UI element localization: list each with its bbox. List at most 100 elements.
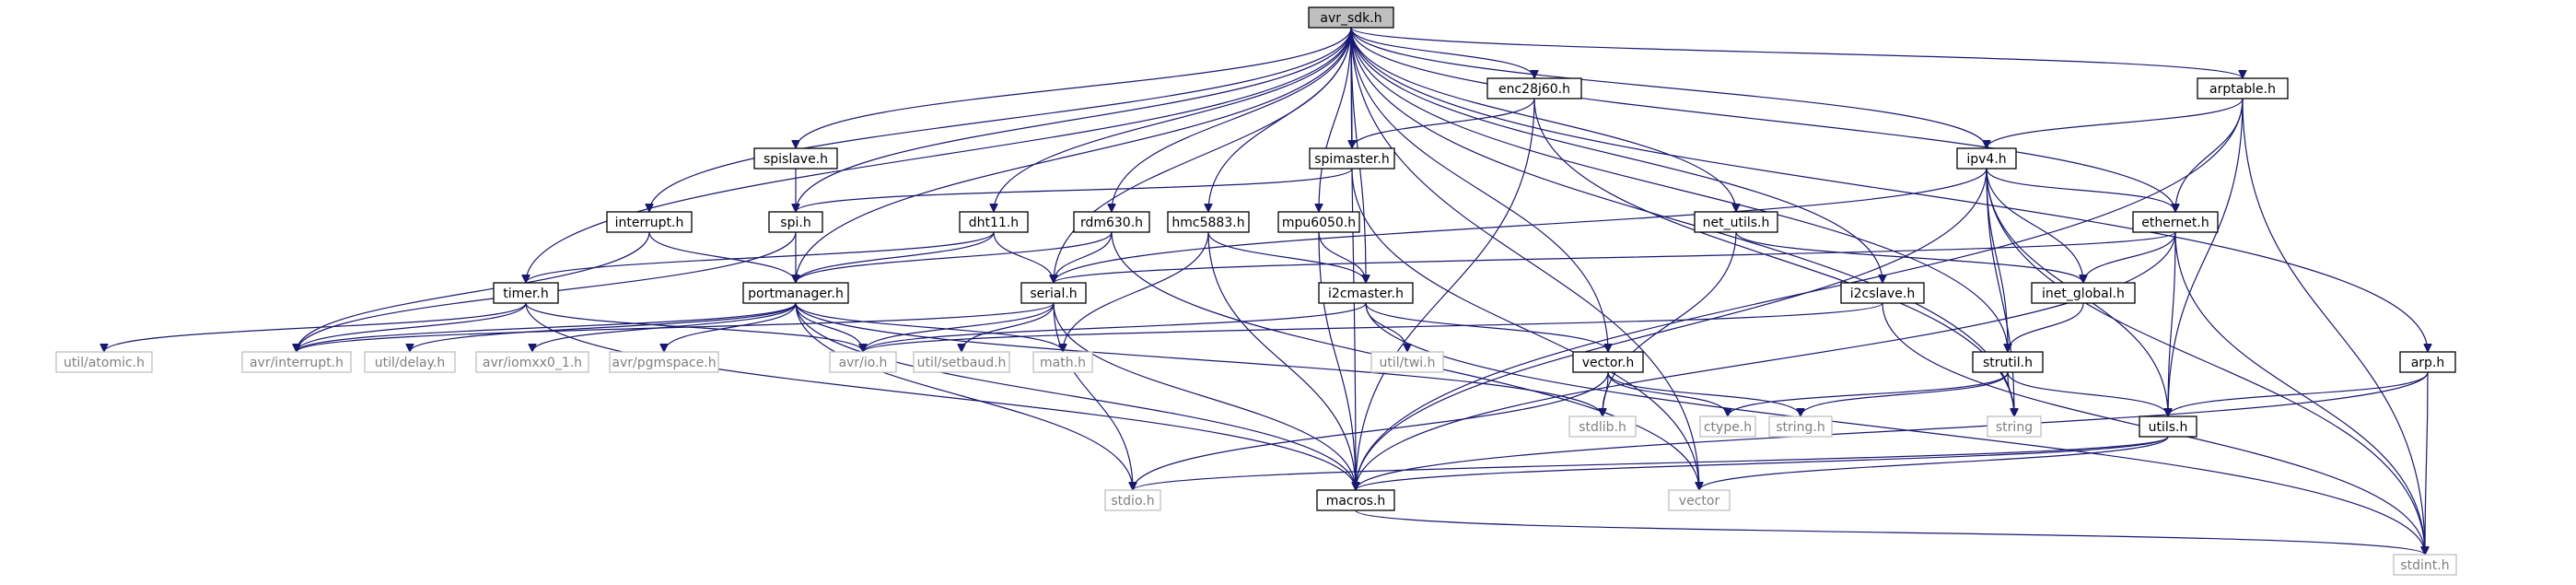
node-portmanager[interactable]: portmanager.h [742,282,849,304]
node-box [1972,351,2044,373]
node-string_h: string.h [1768,415,1833,438]
node-box [1104,489,1161,511]
node-dht11[interactable]: dht11.h [959,211,1029,233]
node-inet_global[interactable]: inet_global.h [2031,282,2136,304]
edge-portmanager-to-util_delay [410,302,797,353]
edge-inet_global-to-strutil [2008,302,2084,353]
node-i2cslave[interactable]: i2cslave.h [1840,282,1925,304]
edge-vector_h-to-stdio [1133,371,1609,490]
node-arp[interactable]: arp.h [2399,351,2456,373]
node-box [609,351,719,373]
node-avr_sdk[interactable]: avr_sdk.h [1308,6,1394,29]
edge-avr_sdk-to-serial [1054,27,1352,283]
node-spislave[interactable]: spislave.h [753,147,838,170]
node-label: ctype.h [1704,420,1752,435]
node-box [2139,415,2197,438]
edge-dht11-to-portmanager [796,231,995,284]
edge-interrupt-to-avr_interrupt [297,231,650,352]
edge-portmanager-to-avr_pgmspace [664,302,797,353]
node-box [959,211,1029,233]
edge-portmanager-to-math [795,302,1063,353]
node-label: stdio.h [1111,494,1154,509]
node-spi[interactable]: spi.h [768,211,823,233]
node-vector_h[interactable]: vector.h [1572,351,1644,373]
node-label: spislave.h [763,152,828,167]
node-stdio: stdio.h [1104,489,1161,511]
node-label: stdlib.h [1579,420,1626,435]
node-label: util/delay.h [375,356,445,370]
node-label: ethernet.h [2141,216,2209,230]
node-label: net_utils.h [1703,216,1770,230]
node-ipv4[interactable]: ipv4.h [1956,147,2017,170]
edge-timer-to-util_atomic [104,302,527,353]
edge-avr_sdk-to-ipv4 [1350,27,1987,148]
edge-strutil-to-string [2007,371,2014,416]
node-hmc5883[interactable]: hmc5883.h [1167,211,1250,233]
edge-avr_sdk-to-ethernet [1350,27,2175,212]
node-box [1694,211,1778,233]
edge-spimaster-to-vector [1351,168,1699,490]
node-label: avr/pgmspace.h [612,356,716,370]
node-spimaster[interactable]: spimaster.h [1309,147,1395,170]
edge-net_utils-to-inet_global [1735,231,2083,284]
edge-i2cslave-to-avr_io [863,302,1883,353]
node-box [1370,351,1444,373]
edge-avr_sdk-to-vector_h [1350,27,1608,352]
node-box [1987,415,2042,438]
node-label: string [1996,420,2033,435]
edge-portmanager-to-stdlib [795,302,1603,417]
node-serial[interactable]: serial.h [1020,282,1087,304]
edge-serial-to-stdio [1053,302,1133,490]
node-label: i2cslave.h [1850,287,1915,301]
node-label: arptable.h [2209,82,2276,97]
node-label: spimaster.h [1314,152,1389,167]
node-macros[interactable]: macros.h [1316,489,1395,511]
node-box [2197,77,2289,99]
node-util_twi: util/twi.h [1370,351,1444,373]
edge-ethernet-to-macros [1356,231,2176,490]
node-box [1277,211,1360,233]
node-box [1699,415,1756,438]
node-label: math.h [1040,356,1086,370]
edge-avr_sdk-to-mpu6050 [1319,27,1352,212]
node-box [1032,351,1093,373]
node-label: strutil.h [1983,356,2033,370]
edge-vector_h-to-string_h [1607,371,1801,417]
node-avr_iomxx0: avr/iomxx0_1.h [475,351,589,373]
node-box [1486,77,1582,99]
edge-portmanager-to-macros [795,302,1356,490]
node-label: util/atomic.h [64,356,145,370]
node-label: dht11.h [969,216,1019,230]
edge-avr_sdk-to-spislave [796,27,1352,148]
node-box [2399,351,2456,373]
edge-layer [104,27,2428,556]
node-ethernet[interactable]: ethernet.h [2132,211,2219,233]
node-enc28j60[interactable]: enc28j60.h [1486,77,1582,99]
node-utils[interactable]: utils.h [2139,415,2197,438]
node-net_utils[interactable]: net_utils.h [1694,211,1778,233]
node-box [475,351,589,373]
node-mpu6050[interactable]: mpu6050.h [1277,211,1360,233]
node-interrupt[interactable]: interrupt.h [606,211,693,233]
edge-arptable-to-stdint [2242,98,2425,555]
node-strutil[interactable]: strutil.h [1972,351,2044,373]
edge-ethernet-to-stdint [2174,231,2425,555]
edge-strutil-to-utils [2007,371,2168,417]
node-label: rdm630.h [1080,216,1143,230]
edge-avr_sdk-to-spi [796,27,1352,212]
node-i2cmaster[interactable]: i2cmaster.h [1318,282,1414,304]
node-label: vector [1679,494,1720,509]
edge-arptable-to-utils [2168,98,2244,416]
node-label: hmc5883.h [1171,216,1244,230]
node-label: spi.h [780,216,810,230]
node-label: arp.h [2411,356,2445,370]
edge-i2cmaster-to-vector_h [1365,302,1608,353]
node-rdm630[interactable]: rdm630.h [1073,211,1150,233]
node-label: portmanager.h [748,287,844,301]
edge-timer-to-avr_interrupt [297,302,527,353]
node-timer[interactable]: timer.h [493,282,559,304]
node-label: avr/iomxx0_1.h [483,356,582,370]
node-util_setbaud: util/setbaud.h [913,351,1010,373]
node-label: macros.h [1326,494,1386,509]
node-arptable[interactable]: arptable.h [2197,77,2289,99]
